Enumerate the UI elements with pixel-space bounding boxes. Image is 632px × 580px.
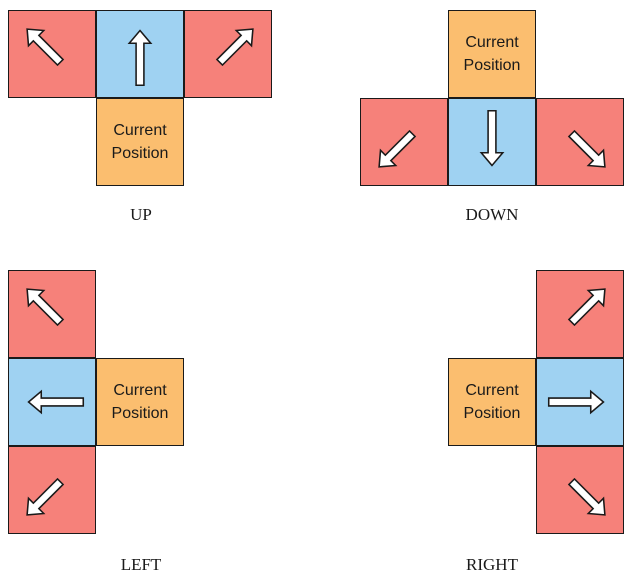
down-arrow-icon <box>479 109 505 167</box>
current-position-line2: Position <box>111 405 169 422</box>
move-cell-right <box>536 358 624 446</box>
caption-left: LEFT <box>120 555 162 574</box>
current-position-line1: Current <box>465 382 519 399</box>
current-position-line2: Position <box>463 405 521 422</box>
caption-up: UP <box>130 205 152 224</box>
caption-right: RIGHT <box>466 555 518 574</box>
move-cell-up-right <box>536 270 624 358</box>
left-arrow-icon <box>27 389 85 415</box>
current-position-line2: Position <box>111 145 169 162</box>
current-position-line2: Position <box>463 57 521 74</box>
down-right-arrow-icon <box>567 129 606 168</box>
move-cell-down-right <box>536 446 624 534</box>
move-cell-up-left <box>8 10 96 98</box>
up-right-arrow-icon <box>567 288 606 327</box>
current-position-line1: Current <box>465 34 519 51</box>
current-position-line1: Current <box>113 382 167 399</box>
move-cell-down-left <box>8 446 96 534</box>
caption-down: DOWN <box>465 205 519 224</box>
move-cell-up-right <box>184 10 272 98</box>
down-right-arrow-icon <box>567 477 606 516</box>
down-left-arrow-icon <box>26 477 65 516</box>
move-cell-down <box>448 98 536 186</box>
down-left-arrow-icon <box>378 129 417 168</box>
up-arrow-icon <box>127 29 153 87</box>
up-left-arrow-icon <box>26 28 65 67</box>
move-cell-left <box>8 358 96 446</box>
move-cell-up-left <box>8 270 96 358</box>
up-left-arrow-icon <box>26 288 65 327</box>
move-cell-up <box>96 10 184 98</box>
up-right-arrow-icon <box>215 28 254 67</box>
current-position-line1: Current <box>113 122 167 139</box>
move-cell-down-left <box>360 98 448 186</box>
right-arrow-icon <box>547 389 605 415</box>
move-cell-down-right <box>536 98 624 186</box>
